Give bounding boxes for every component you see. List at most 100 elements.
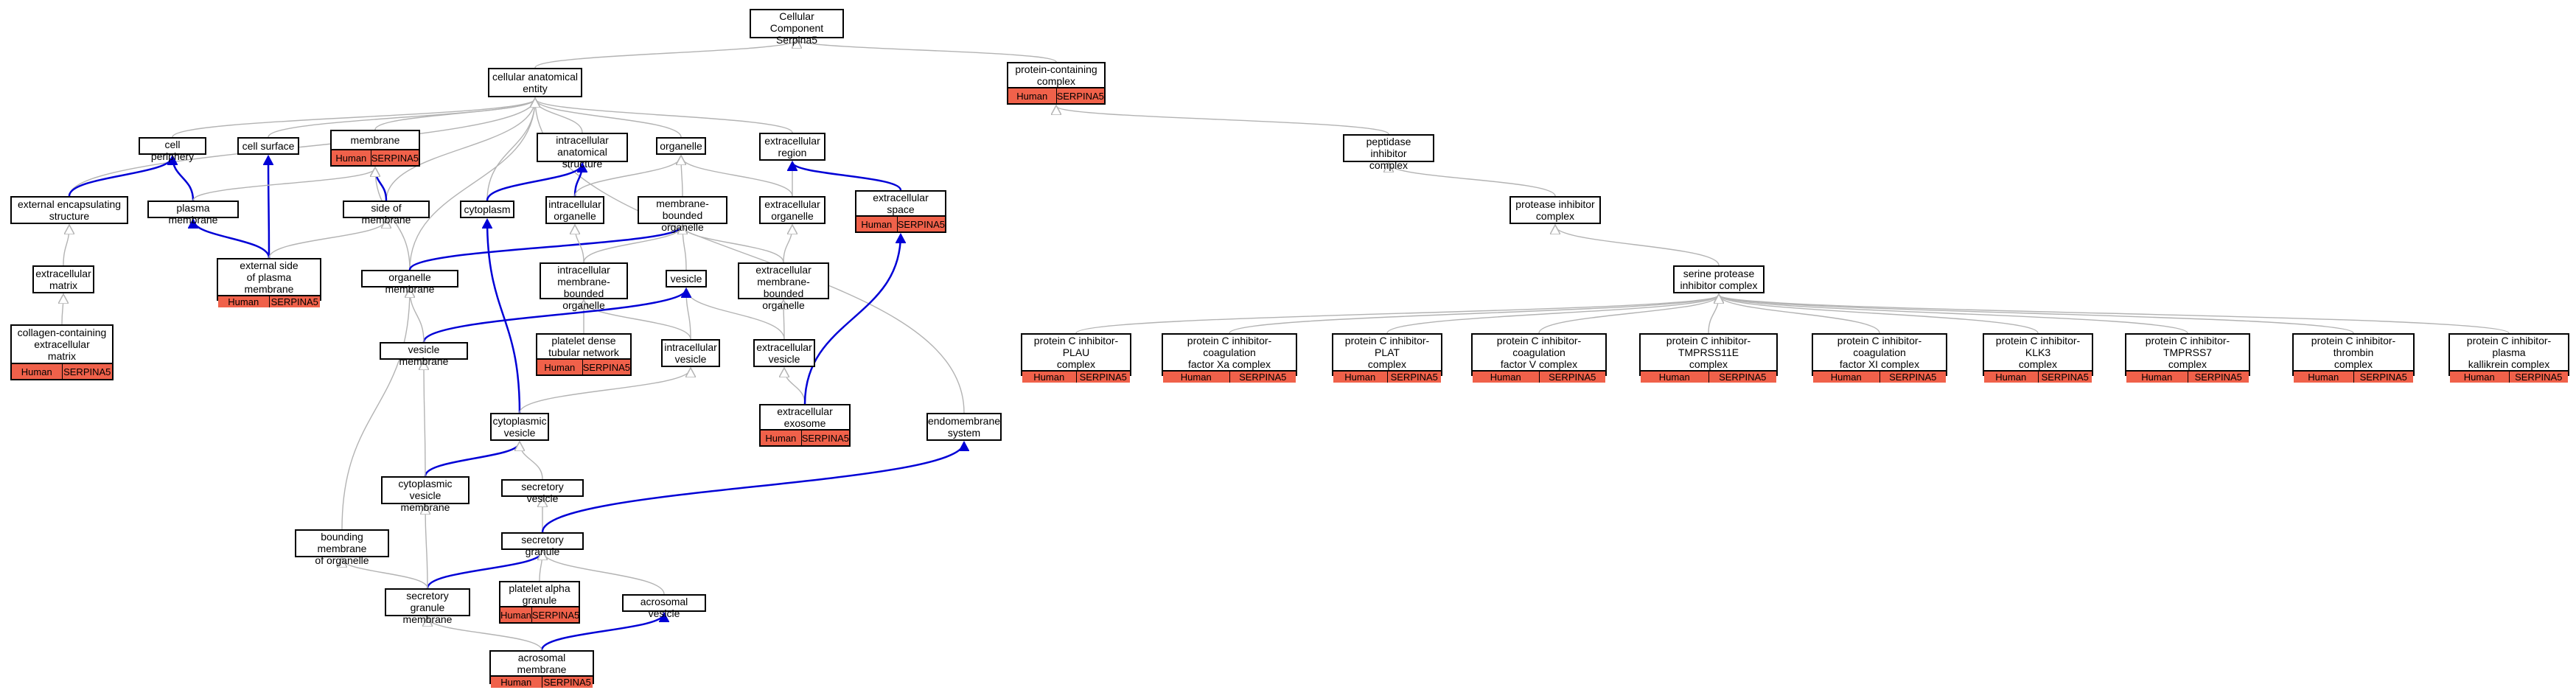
node-mbo[interactable]: membrane-bounded organelle: [638, 196, 727, 233]
gene-label: SERPINA5: [268, 296, 321, 307]
edge-tmprss11e-to-spic: [1708, 295, 1719, 334]
species-label: Human: [1344, 372, 1376, 383]
node-cytves[interactable]: cytoplasmic vesicle: [490, 413, 549, 441]
node-ecorg[interactable]: extracellular organelle: [759, 196, 825, 224]
node-label: external side of plasma membrane: [240, 259, 299, 295]
node-label: platelet dense tubular network: [548, 335, 619, 358]
node-cytoplasm[interactable]: cytoplasm: [460, 201, 514, 218]
node-collagen[interactable]: collagen-containing extracellular matrix…: [10, 324, 114, 380]
node-bmo[interactable]: bounding membrane of organelle: [295, 529, 389, 566]
node-acrves[interactable]: acrosomal vesicle: [622, 594, 706, 619]
node-label: intracellular anatomical structure: [556, 134, 609, 170]
edge-iv-to-imbo: [584, 301, 691, 340]
node-secgran[interactable]: secretory granule: [501, 532, 584, 557]
node-label: extracellular organelle: [764, 198, 820, 222]
node-iv[interactable]: intracellular vesicle: [661, 339, 720, 367]
node-pic[interactable]: peptidase inhibitor complex: [1343, 134, 1434, 171]
edge-sgm-to-bmo: [342, 559, 428, 589]
species-label: Human: [1490, 372, 1521, 383]
edge-iorg-to-ias: [573, 164, 582, 197]
node-label: organelle: [660, 140, 702, 152]
node-label: cell periphery: [150, 139, 195, 162]
node-orgmem[interactable]: organelle membrane: [361, 270, 458, 295]
node-embo[interactable]: extracellular membrane-bounded organelle: [738, 262, 829, 311]
node-label: secretory vesicle: [521, 481, 564, 504]
gene-label: SERPINA5: [1229, 372, 1296, 383]
node-label: extracellular vesicle: [756, 341, 812, 365]
node-label: extracellular exosome: [777, 405, 833, 429]
edge-thrombin-to-spic: [1719, 295, 2354, 334]
node-cellsurf[interactable]: cell surface: [237, 137, 299, 155]
edge-cvm-to-vesmem: [424, 361, 425, 477]
edge-ecregion-to-cae: [535, 99, 793, 133]
node-secves[interactable]: secretory vesicle: [501, 479, 584, 504]
node-sidemem[interactable]: side of membrane: [343, 201, 430, 226]
node-vesicle[interactable]: vesicle: [666, 270, 707, 288]
node-root[interactable]: Cellular Component Serpina5: [750, 9, 844, 46]
node-plasmakal[interactable]: protein C inhibitor-plasma kallikrein co…: [2448, 333, 2569, 383]
edge-vesmem-to-orgmem: [410, 289, 425, 343]
node-ias[interactable]: intracellular anatomical structure: [537, 133, 628, 170]
node-iorg[interactable]: intracellular organelle: [545, 196, 604, 224]
species-label: Human: [1033, 372, 1065, 383]
edge-cellper-to-cae: [172, 99, 535, 138]
edge-collagen-to-ecm: [62, 295, 63, 325]
gene-label: SERPINA5: [61, 364, 113, 379]
node-cellper[interactable]: cell periphery: [139, 137, 206, 162]
node-fv[interactable]: protein C inhibitor-coagulation factor V…: [1471, 333, 1607, 383]
edge-extenc-to-cellper: [68, 156, 172, 197]
edge-exosome-to-ev: [784, 369, 806, 405]
gene-label: SERPINA5: [2353, 372, 2414, 383]
edge-plau-to-spic: [1075, 295, 1719, 334]
edge-orgmem-to-membrane: [375, 168, 411, 271]
node-label: protein C inhibitor-TMPRSS11E complex: [1666, 335, 1751, 370]
edge-ecspace-to-ecregion: [792, 162, 902, 191]
node-imbo[interactable]: intracellular membrane-bounded organelle: [540, 262, 628, 311]
gene-label: SERPINA5: [1538, 372, 1606, 383]
node-fxi[interactable]: protein C inhibitor-coagulation factor X…: [1812, 333, 1947, 383]
node-spic[interactable]: serine protease inhibitor complex: [1673, 265, 1765, 293]
node-label: secretory granule: [521, 534, 564, 557]
gene-label: SERPINA5: [1055, 88, 1105, 103]
node-ecregion[interactable]: extracellular region: [759, 133, 825, 161]
edge-orgmem-to-mbo: [408, 226, 683, 271]
node-organelle[interactable]: organelle: [656, 137, 706, 155]
edge-extside-to-cellsurf: [268, 156, 269, 259]
node-sgm[interactable]: secretory granule membrane: [385, 588, 470, 625]
node-ecm[interactable]: extracellular matrix: [32, 265, 94, 293]
edge-secgran-to-endomem: [541, 442, 964, 533]
node-cvm[interactable]: cytoplasmic vesicle membrane: [381, 476, 470, 513]
node-extenc[interactable]: external encapsulating structure: [10, 196, 128, 224]
gene-label: SERPINA5: [1386, 372, 1442, 383]
edge-extside-to-plasmamem: [193, 220, 270, 259]
node-protinh[interactable]: protease inhibitor complex: [1509, 196, 1601, 224]
edge-klk3-to-spic: [1719, 295, 2039, 334]
node-label: intracellular membrane-bounded organelle: [557, 264, 610, 311]
node-label: protein C inhibitor-TMPRSS7 complex: [2145, 335, 2230, 370]
node-vesmem[interactable]: vesicle membrane: [380, 342, 468, 367]
node-label: external encapsulating structure: [17, 198, 122, 222]
node-plasmamem[interactable]: plasma membrane: [147, 201, 239, 226]
node-ev[interactable]: extracellular vesicle: [753, 339, 815, 367]
node-endomem[interactable]: endomembrane system: [926, 413, 1002, 441]
node-fxa[interactable]: protein C inhibitor-coagulation factor X…: [1162, 333, 1297, 383]
node-cae[interactable]: cellular anatomical entity: [488, 68, 582, 97]
